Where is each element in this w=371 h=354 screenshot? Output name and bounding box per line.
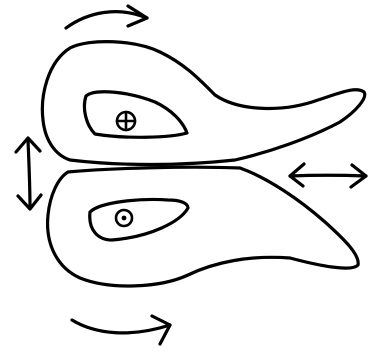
crossed-circle-icon: [117, 112, 135, 130]
top-curved-arrow-icon: [66, 6, 147, 28]
lower-inner-outline: [90, 200, 188, 241]
bottom-curved-arrow-icon: [72, 316, 170, 344]
left-vertical-double-arrow-icon: [16, 138, 41, 209]
lower-lobe-outline: [48, 167, 359, 286]
dotted-circle-icon: [116, 210, 132, 226]
right-horizontal-double-arrow-icon: [290, 164, 366, 187]
upper-inner-outline: [84, 92, 187, 138]
upper-lobe-outline: [42, 42, 364, 165]
